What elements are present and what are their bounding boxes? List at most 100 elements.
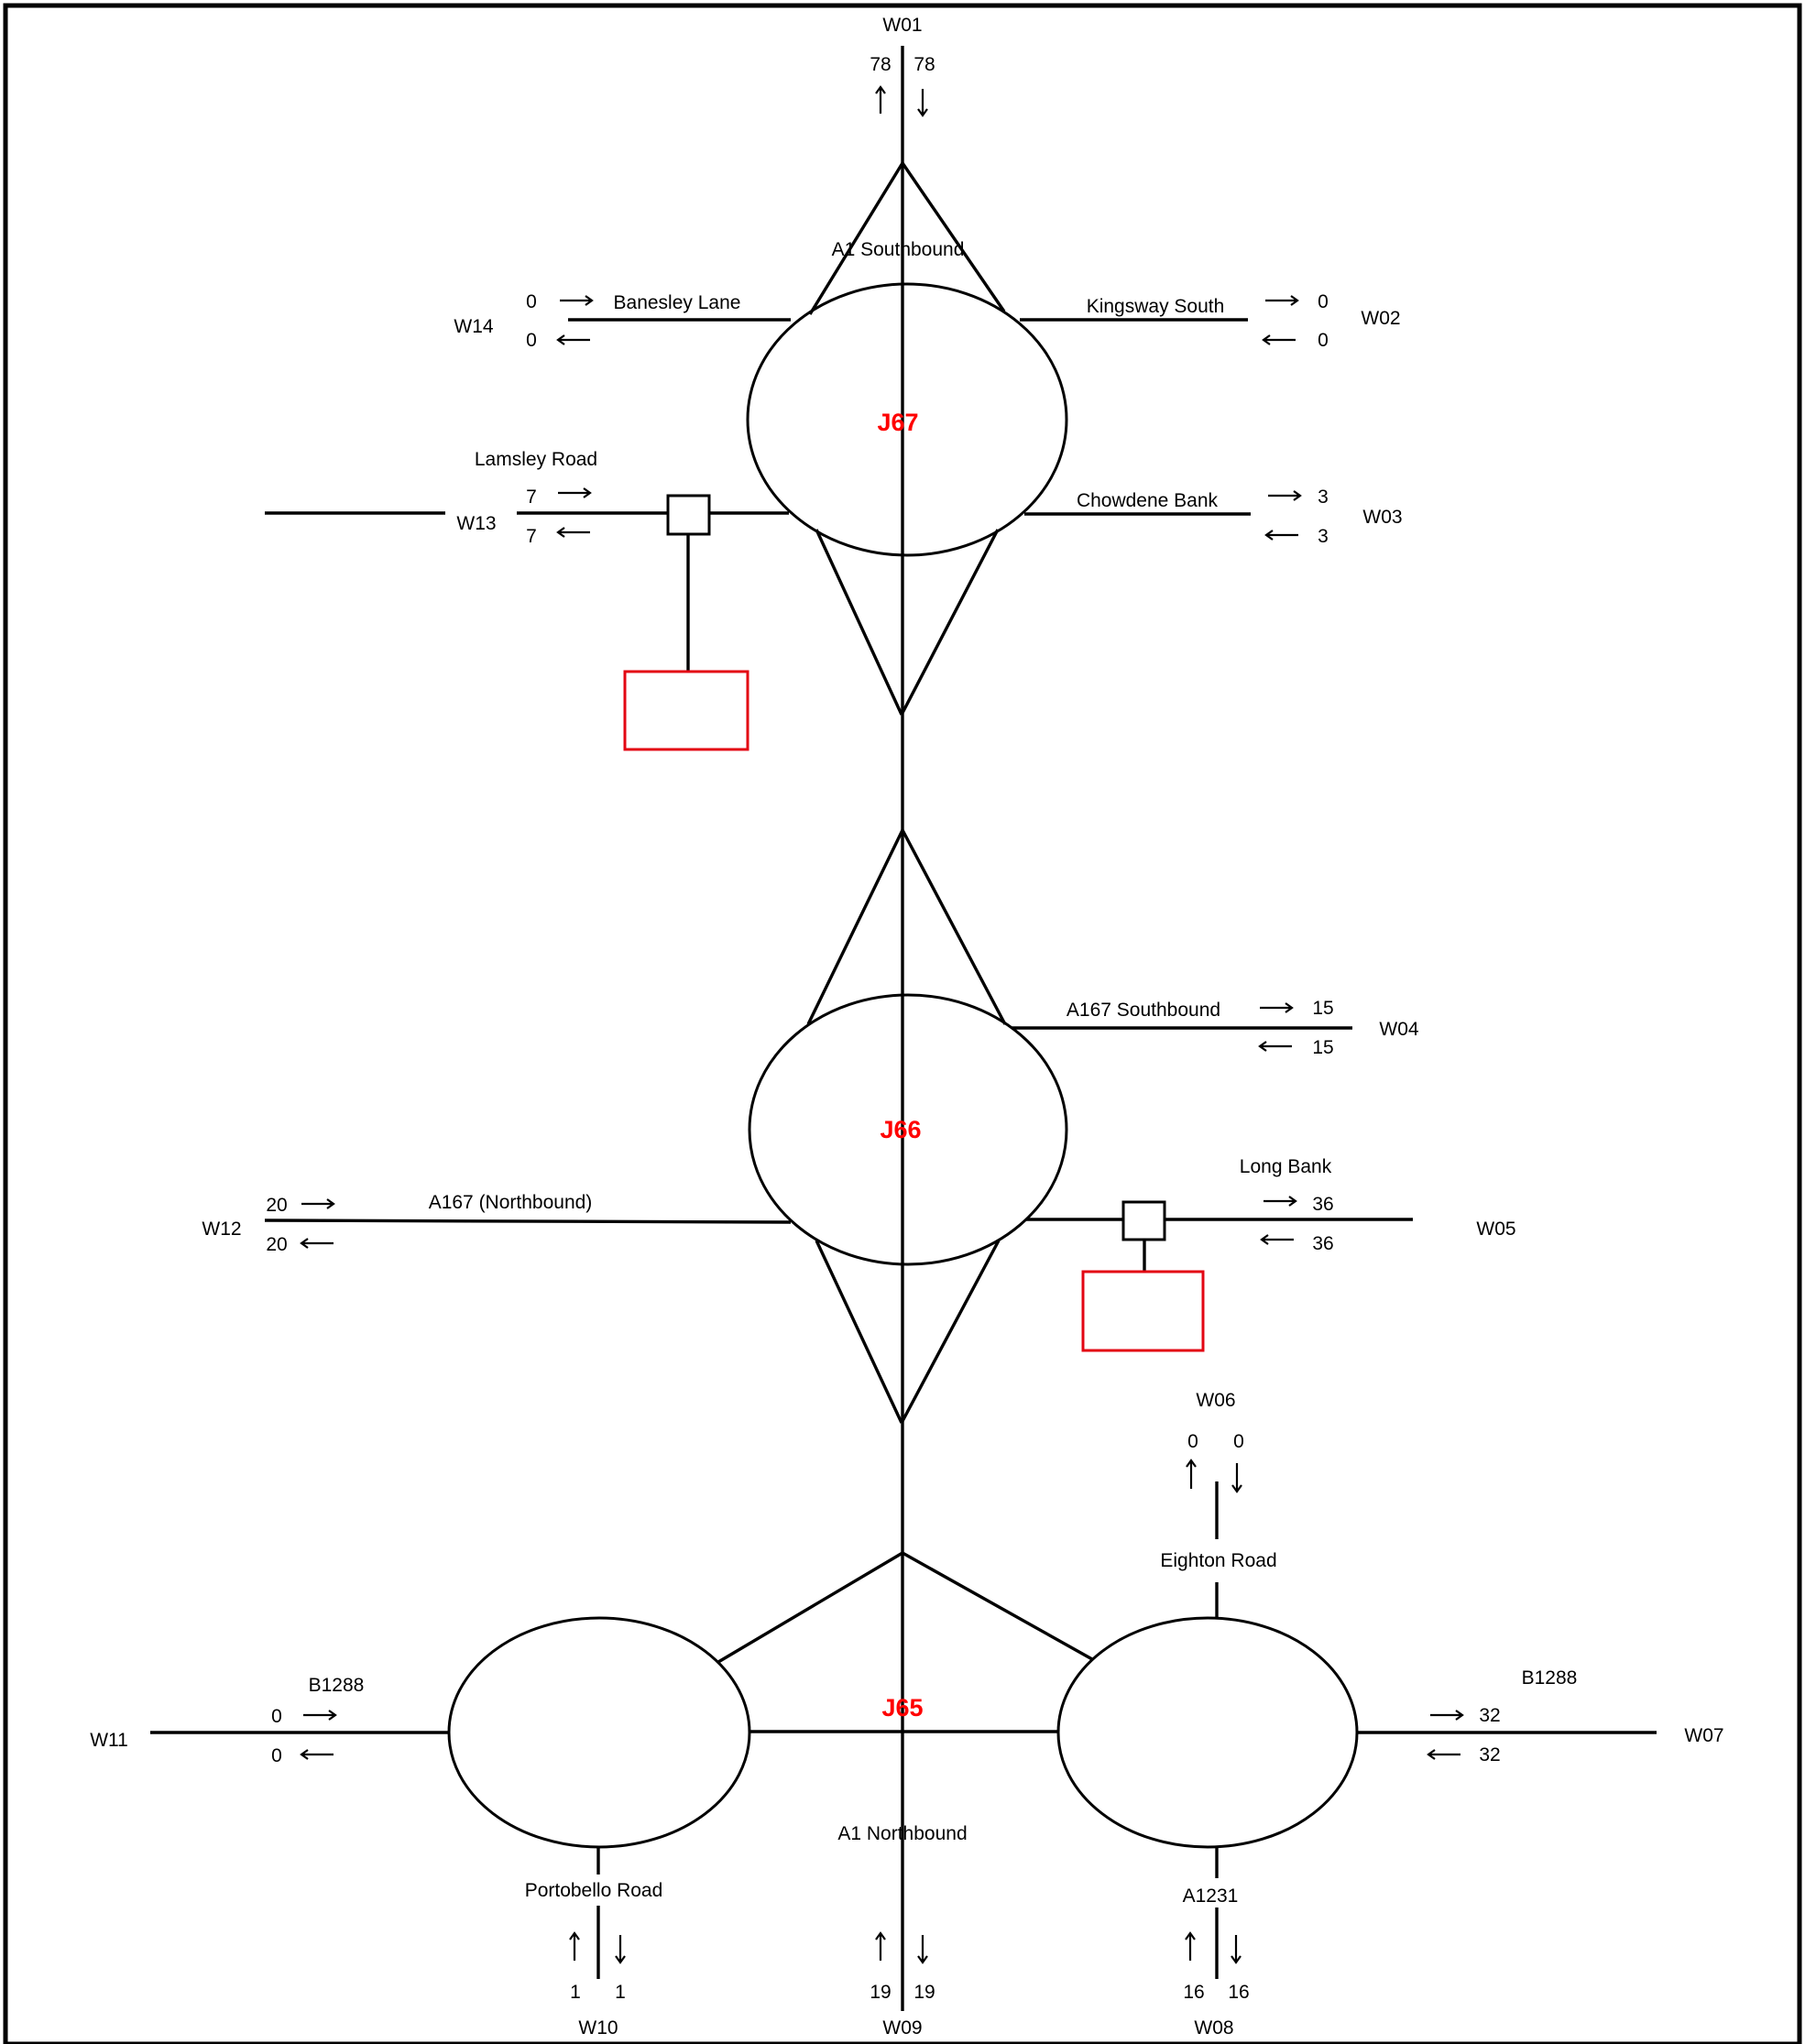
site-w06: Eighton Road W06 0 0 bbox=[1160, 1390, 1277, 1618]
w01-count-down: 78 bbox=[913, 54, 935, 75]
counter-site-marker bbox=[666, 494, 711, 536]
road-label-a1-northbound: A1 Northbound bbox=[837, 1823, 967, 1844]
j66-label: J66 bbox=[880, 1116, 921, 1143]
w10-count-down: 1 bbox=[615, 1982, 626, 2003]
w02-count-right: 0 bbox=[1318, 291, 1329, 312]
arrow-left-icon bbox=[556, 334, 590, 345]
arrow-left-icon bbox=[1260, 1234, 1294, 1245]
w14-count-right: 0 bbox=[526, 291, 537, 312]
j67-label: J67 bbox=[877, 409, 918, 436]
site-w12: A167 (Northbound) W12 20 20 bbox=[202, 1192, 792, 1255]
w13-count-right: 7 bbox=[526, 486, 537, 508]
w02-label: W02 bbox=[1361, 308, 1400, 329]
arrow-left-icon bbox=[1262, 334, 1296, 345]
j66-north-slip-right bbox=[901, 829, 1007, 1025]
j67-south-slip-right bbox=[900, 529, 1000, 716]
j65-west-roundabout bbox=[447, 1616, 751, 1849]
w10-label: W10 bbox=[578, 2017, 618, 2039]
road-label-kingsway-south: Kingsway South bbox=[1087, 296, 1225, 317]
j65-link-west bbox=[717, 1551, 903, 1664]
site-w09: A1 Northbound W09 19 19 bbox=[837, 1823, 967, 2039]
j66-south-slip-left bbox=[815, 1240, 903, 1424]
arrow-up-icon bbox=[1185, 1931, 1196, 1961]
arrow-down-icon bbox=[917, 1935, 928, 1964]
arrow-right-icon bbox=[1264, 1196, 1297, 1207]
site-w08: A1231 W08 16 16 bbox=[1183, 1847, 1250, 2039]
arrow-left-icon bbox=[1258, 1041, 1292, 1052]
arrow-right-icon bbox=[558, 487, 592, 498]
arrow-down-icon bbox=[615, 1935, 626, 1964]
w03-count-left: 3 bbox=[1318, 526, 1329, 547]
arrow-up-icon bbox=[569, 1931, 580, 1961]
arrow-down-icon bbox=[1231, 1935, 1242, 1964]
arrow-left-icon bbox=[300, 1238, 334, 1249]
arrow-right-icon bbox=[1260, 1002, 1294, 1013]
callout-box bbox=[623, 670, 749, 751]
arrow-left-icon bbox=[300, 1749, 334, 1760]
w04-count-right: 15 bbox=[1312, 998, 1333, 1019]
j65-east-roundabout bbox=[1056, 1616, 1359, 1849]
j66-roundabout bbox=[748, 993, 1068, 1266]
w09-label: W09 bbox=[882, 2017, 922, 2039]
road-label-a1231: A1231 bbox=[1183, 1886, 1239, 1907]
road-label-lamsley-road: Lamsley Road bbox=[475, 449, 597, 470]
a167-northbound-road bbox=[264, 1219, 792, 1224]
arrow-left-icon bbox=[556, 527, 590, 538]
road-label-chowdene-bank: Chowdene Bank bbox=[1077, 490, 1219, 511]
j67-roundabout bbox=[746, 282, 1068, 557]
w02-count-left: 0 bbox=[1318, 330, 1329, 351]
w05-count-right: 36 bbox=[1312, 1194, 1333, 1215]
w05-label: W05 bbox=[1476, 1219, 1515, 1240]
w08-label: W08 bbox=[1194, 2017, 1233, 2039]
road-label-a1-southbound: A1 Southbound bbox=[832, 239, 965, 260]
arrow-right-icon bbox=[1430, 1710, 1464, 1721]
site-w10: Portobello Road W10 1 1 bbox=[525, 1847, 663, 2039]
j65-link-east bbox=[902, 1551, 1093, 1661]
w04-label: W04 bbox=[1379, 1019, 1419, 1040]
arrow-up-icon bbox=[875, 1931, 886, 1961]
road-label-a167-northbound: A167 (Northbound) bbox=[429, 1192, 593, 1213]
w12-count-left: 20 bbox=[266, 1234, 287, 1255]
w14-count-left: 0 bbox=[526, 330, 537, 351]
arrow-up-icon bbox=[875, 85, 886, 114]
w07-count-left: 32 bbox=[1479, 1744, 1500, 1765]
site-w14: Banesley Lane W14 0 0 bbox=[454, 291, 791, 351]
site-w11: B1288 W11 0 0 bbox=[90, 1675, 449, 1766]
j66-south-slip-right bbox=[900, 1240, 1001, 1424]
w06-count-up: 0 bbox=[1187, 1431, 1198, 1452]
w03-count-right: 3 bbox=[1318, 486, 1329, 508]
w10-count-up: 1 bbox=[570, 1982, 581, 2003]
w11-count-left: 0 bbox=[271, 1745, 282, 1766]
road-label-portobello-road: Portobello Road bbox=[525, 1880, 663, 1901]
road-label-banesley-lane: Banesley Lane bbox=[614, 292, 741, 313]
w03-label: W03 bbox=[1362, 507, 1402, 528]
j66-north-slip-left bbox=[806, 829, 904, 1025]
road-label-b1288-east: B1288 bbox=[1522, 1667, 1578, 1689]
arrow-right-icon bbox=[1265, 295, 1299, 306]
diagram-frame bbox=[3, 3, 1802, 2044]
w01-count-up: 78 bbox=[870, 54, 891, 75]
road-label-a167-southbound: A167 Southbound bbox=[1067, 1000, 1220, 1021]
junction-j66: J66 bbox=[748, 829, 1068, 1424]
arrow-down-icon bbox=[917, 89, 928, 117]
w07-label: W07 bbox=[1684, 1725, 1723, 1746]
arrow-right-icon bbox=[301, 1198, 335, 1209]
w07-count-right: 32 bbox=[1479, 1705, 1500, 1726]
w01-label: W01 bbox=[882, 15, 922, 36]
w11-count-right: 0 bbox=[271, 1706, 282, 1727]
road-label-eighton-road: Eighton Road bbox=[1160, 1550, 1276, 1571]
road-label-long-bank: Long Bank bbox=[1240, 1156, 1332, 1177]
arrow-up-icon bbox=[1186, 1459, 1197, 1489]
j67-north-slip-right bbox=[901, 162, 1006, 312]
w05-count-left: 36 bbox=[1312, 1233, 1333, 1254]
w06-label: W06 bbox=[1196, 1390, 1235, 1411]
w08-count-down: 16 bbox=[1228, 1982, 1249, 2003]
arrow-right-icon bbox=[303, 1710, 337, 1721]
callout-box bbox=[1081, 1270, 1205, 1352]
w13-count-left: 7 bbox=[526, 526, 537, 547]
arrow-left-icon bbox=[1427, 1749, 1460, 1760]
w06-count-down: 0 bbox=[1233, 1431, 1244, 1452]
w08-count-up: 16 bbox=[1183, 1982, 1204, 2003]
arrow-down-icon bbox=[1231, 1463, 1242, 1493]
